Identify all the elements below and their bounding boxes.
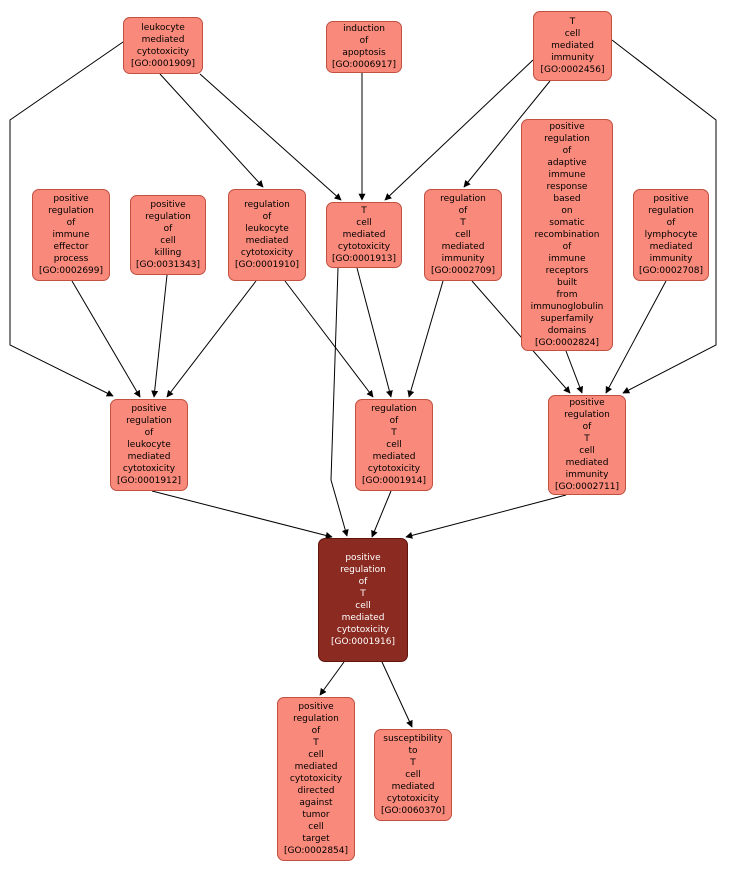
edge-go-0001909-to-go-0001910	[159, 73, 264, 188]
node-label: positive regulation of adaptive immune r…	[530, 122, 604, 348]
node-go-0001912[interactable]: positive regulation of leukocyte mediate…	[110, 399, 188, 491]
edge-go-0002456-to-go-0002709	[463, 80, 551, 188]
node-label: positive regulation of leukocyte mediate…	[116, 404, 182, 486]
node-label: positive regulation of cell killing [GO:…	[135, 200, 201, 270]
node-label: regulation of T cell mediated cytotoxici…	[361, 404, 427, 486]
node-label: leukocyte mediated cytotoxicity [GO:0001…	[130, 22, 196, 69]
node-label: regulation of leukocyte mediated cytotox…	[234, 200, 300, 270]
node-label: positive regulation of T cell mediated c…	[330, 553, 396, 647]
node-label: positive regulation of T cell mediated c…	[283, 702, 349, 856]
edge-go-0002824-to-go-0002711	[565, 350, 584, 394]
edge-go-0002709-to-go-0001914	[407, 280, 444, 398]
edge-go-0031343-to-go-0001912	[151, 274, 168, 398]
node-go-0060370[interactable]: susceptibility to T cell mediated cytoto…	[374, 729, 452, 821]
node-label: T cell mediated cytotoxicity [GO:0001913…	[331, 206, 397, 264]
node-go-0002854[interactable]: positive regulation of T cell mediated c…	[277, 697, 355, 861]
node-label: positive regulation of T cell mediated i…	[554, 398, 620, 492]
edge-go-0002711-to-go-0001916	[405, 494, 567, 539]
edge-go-0001913-to-go-0001916	[330, 267, 349, 537]
node-go-0002708[interactable]: positive regulation of lymphocyte mediat…	[633, 189, 709, 281]
node-go-0002711[interactable]: positive regulation of T cell mediated i…	[548, 395, 626, 495]
node-go-0002699[interactable]: positive regulation of immune effector p…	[32, 189, 110, 281]
node-label: positive regulation of lymphocyte mediat…	[638, 194, 704, 276]
node-label: induction of apoptosis [GO:0006917]	[331, 24, 397, 70]
edge-go-0001909-to-go-0001913	[199, 73, 342, 201]
edge-go-0001910-to-go-0001912	[166, 280, 257, 398]
edge-go-0002456-to-go-0001913	[384, 59, 534, 201]
node-go-0002709[interactable]: regulation of T cell mediated immunity […	[424, 189, 502, 281]
node-go-0001909[interactable]: leukocyte mediated cytotoxicity [GO:0001…	[123, 17, 203, 74]
node-go-0001916[interactable]: positive regulation of T cell mediated c…	[318, 538, 408, 662]
node-label: regulation of T cell mediated immunity […	[430, 194, 496, 276]
edge-go-0001912-to-go-0001916	[151, 490, 333, 539]
node-go-0001910[interactable]: regulation of leukocyte mediated cytotox…	[228, 189, 306, 281]
node-go-0002824[interactable]: positive regulation of adaptive immune r…	[521, 119, 613, 351]
node-go-0006917[interactable]: induction of apoptosis [GO:0006917]	[326, 21, 402, 73]
node-label: susceptibility to T cell mediated cytoto…	[380, 734, 446, 816]
node-label: T cell mediated immunity [GO:0002456]	[540, 17, 605, 75]
node-go-0031343[interactable]: positive regulation of cell killing [GO:…	[130, 195, 206, 275]
edge-go-0002699-to-go-0001912	[71, 280, 141, 398]
edge-go-0001910-to-go-0001914	[284, 280, 374, 398]
node-go-0002456[interactable]: T cell mediated immunity [GO:0002456]	[533, 11, 612, 81]
edge-go-0001909-to-go-0001912	[9, 41, 124, 397]
edge-go-0001916-to-go-0002854	[319, 661, 345, 696]
node-go-0001913[interactable]: T cell mediated cytotoxicity [GO:0001913…	[326, 202, 402, 268]
edge-go-0002708-to-go-0002711	[605, 280, 667, 394]
edge-go-0001913-to-go-0001914	[356, 267, 393, 398]
edge-go-0001914-to-go-0001916	[371, 490, 392, 538]
edge-go-0001916-to-go-0060370	[381, 661, 413, 728]
node-label: positive regulation of immune effector p…	[38, 194, 104, 276]
edge-go-0002456-to-go-0002711	[611, 39, 717, 394]
node-go-0001914[interactable]: regulation of T cell mediated cytotoxici…	[355, 399, 433, 491]
